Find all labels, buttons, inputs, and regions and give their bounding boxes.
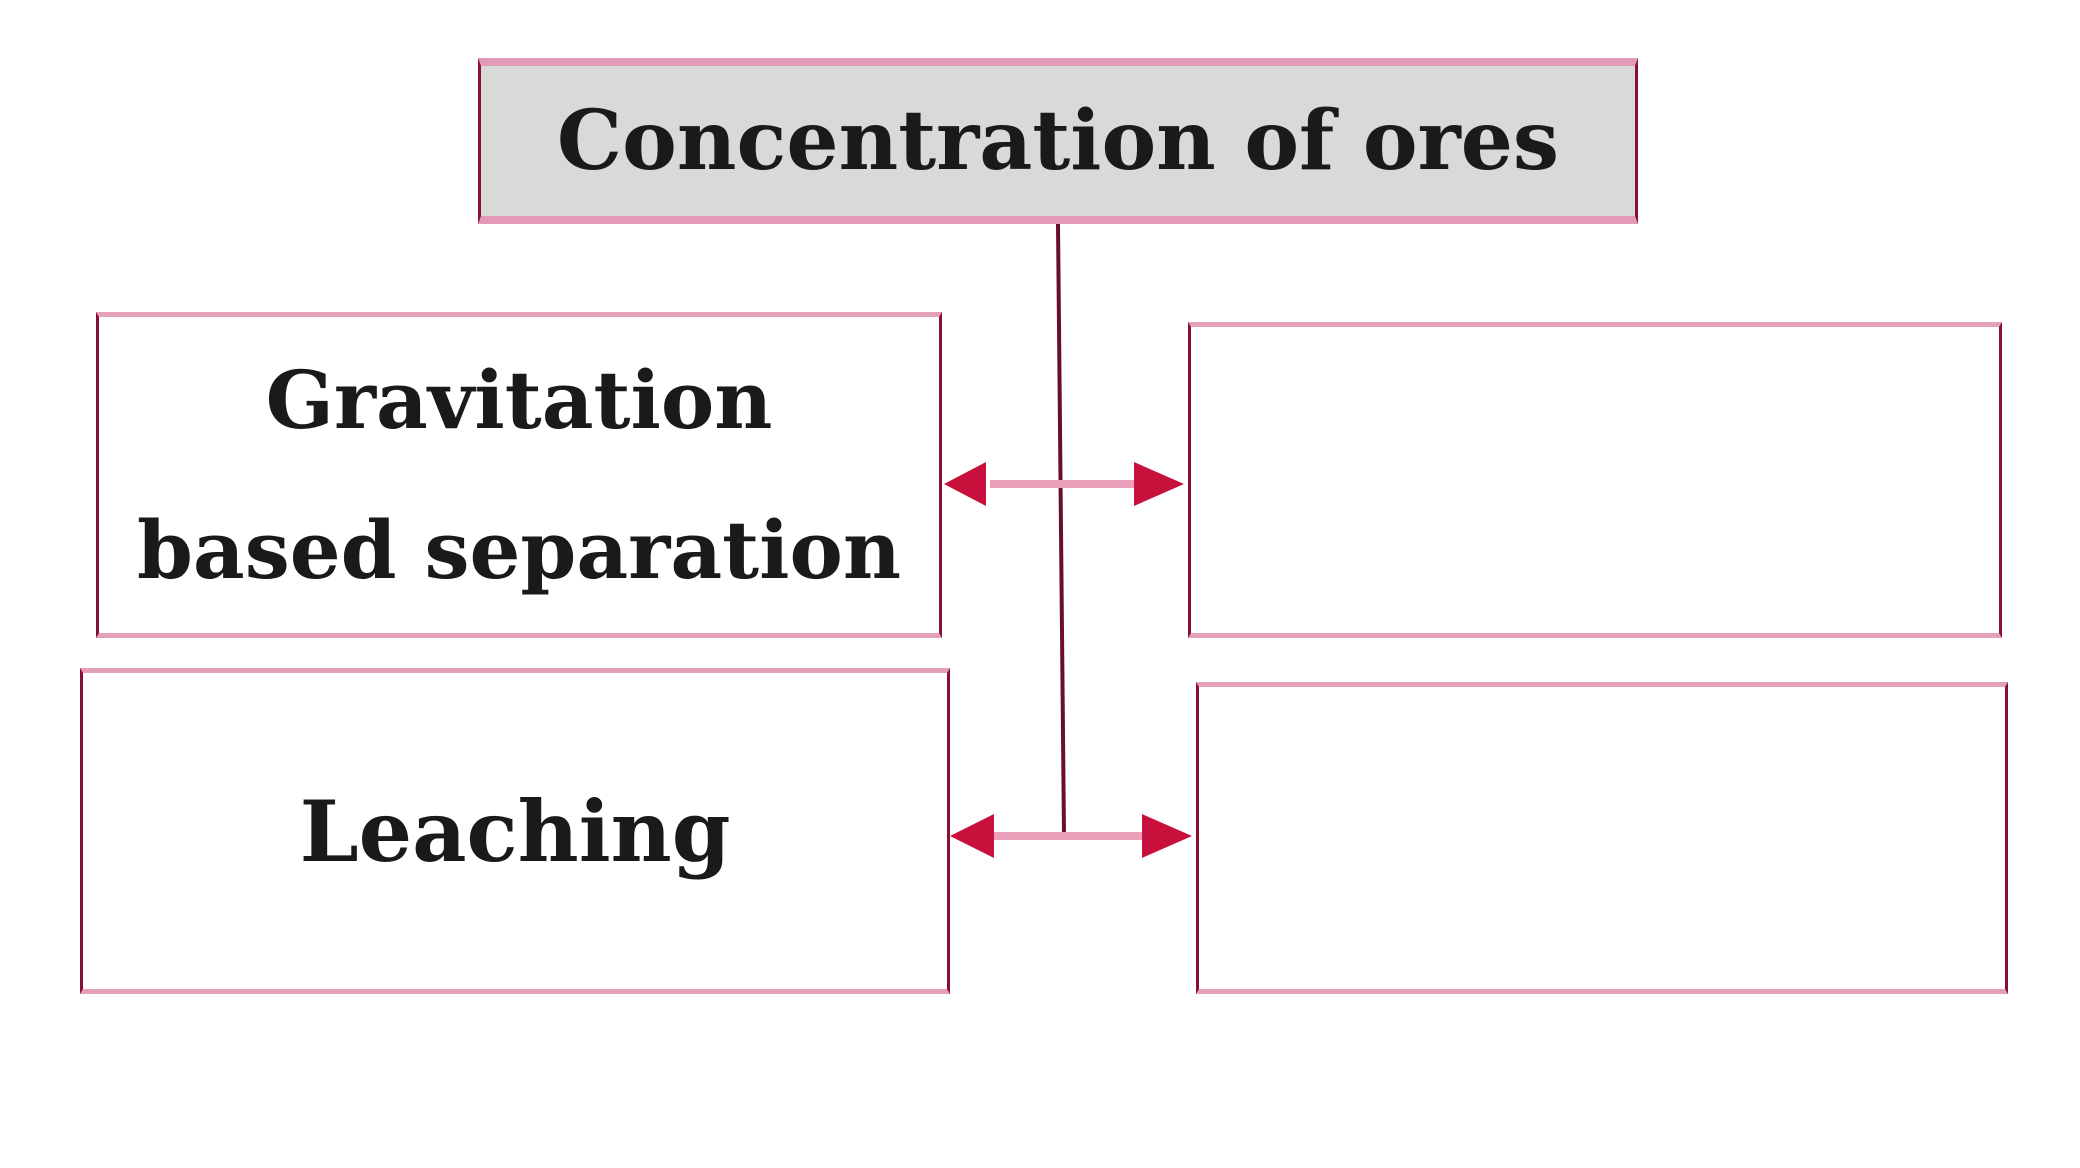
arrow-to-leaching [950,814,1064,858]
node-gravitation-based-separation: Gravitation based separation [96,312,942,638]
trunk-line [1056,223,1066,837]
node-leaching: Leaching [80,668,950,994]
root-node-label: Concentration of ores [556,93,1560,189]
arrow-to-blank-2 [1064,814,1192,858]
root-node-concentration-of-ores: Concentration of ores [478,58,1638,224]
arrow-to-blank-1 [1060,462,1184,506]
node-leaching-label: Leaching [299,781,731,881]
node-label-line2: based separation [136,503,902,597]
node-blank-2 [1196,682,2008,994]
arrow-to-gravitation [944,462,1060,506]
node-blank-1 [1188,322,2002,638]
node-label-line1: Gravitation [265,353,773,447]
